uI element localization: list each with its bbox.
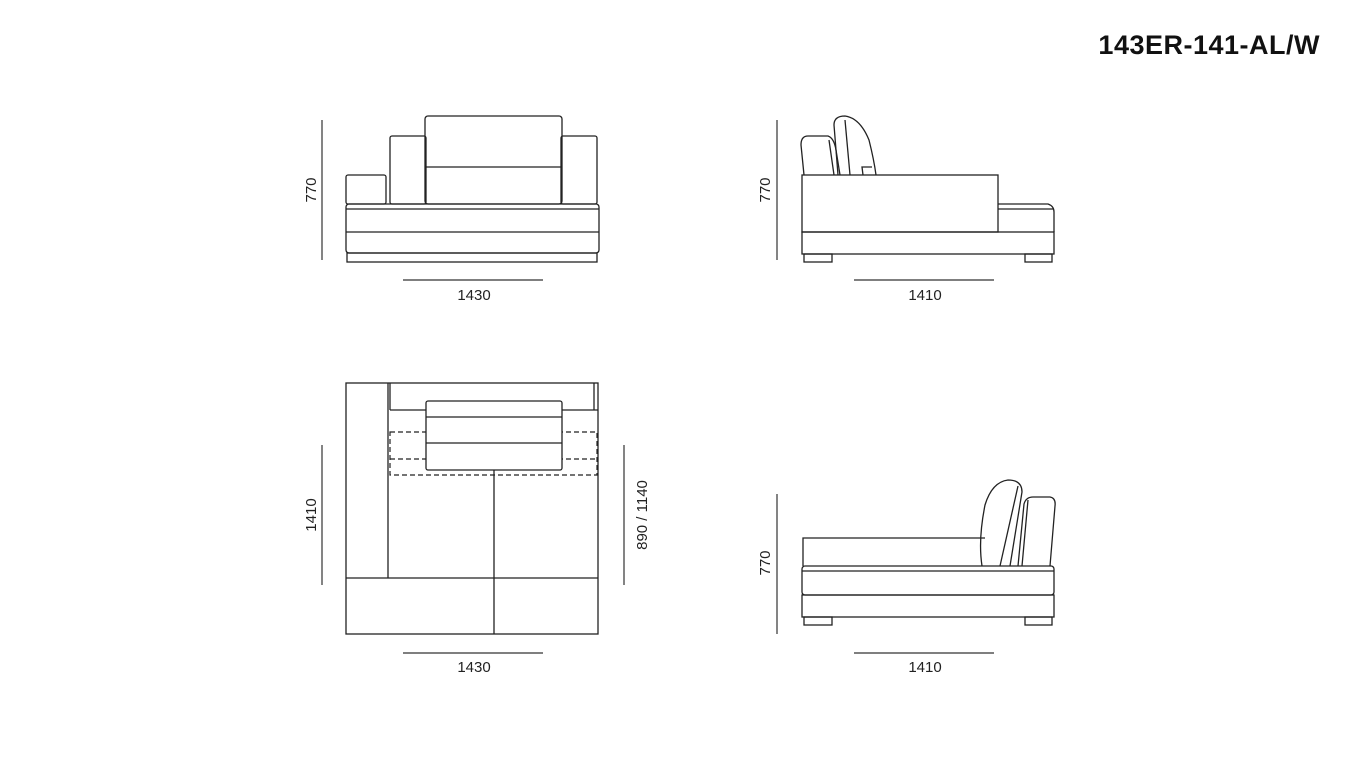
width-label: 1410 — [908, 659, 941, 676]
side-view-right: 770 1410 — [757, 115, 1055, 304]
headrest-cushion — [424, 115, 563, 205]
headrest-cushion — [833, 115, 877, 176]
seat-depth-label: 890 / 1140 — [634, 480, 651, 550]
back-cushion — [800, 135, 841, 176]
height-label: 770 — [757, 550, 774, 575]
width-label: 1430 — [457, 659, 490, 676]
reclined-position-outline — [389, 431, 598, 476]
front-view: 770 1430 — [303, 115, 600, 304]
backrest — [802, 537, 985, 566]
base — [801, 231, 1055, 255]
chaise — [998, 203, 1055, 232]
leg — [1024, 616, 1053, 626]
base — [801, 594, 1055, 618]
plan-view: 1410 890 / 1140 1430 — [303, 382, 651, 676]
side-view-left: 770 1410 — [757, 479, 1056, 676]
base — [346, 252, 598, 263]
back-cushion — [1017, 496, 1056, 567]
leg — [1024, 253, 1053, 263]
back-cushion-right — [560, 135, 598, 205]
seat-body — [801, 174, 999, 233]
depth-label: 1410 — [303, 498, 320, 531]
model-code: 143ER-141-AL/W — [1098, 30, 1320, 60]
armrest — [345, 174, 387, 205]
width-label: 1430 — [457, 287, 490, 304]
leg — [803, 616, 833, 626]
back-cushion-left — [389, 135, 427, 205]
outline — [345, 382, 599, 635]
headrest-cushion — [425, 400, 563, 471]
leg — [803, 253, 833, 263]
seat — [345, 203, 600, 254]
width-label: 1410 — [908, 287, 941, 304]
height-label: 770 — [757, 177, 774, 202]
headrest-cushion — [979, 479, 1023, 567]
height-label: 770 — [303, 177, 320, 202]
